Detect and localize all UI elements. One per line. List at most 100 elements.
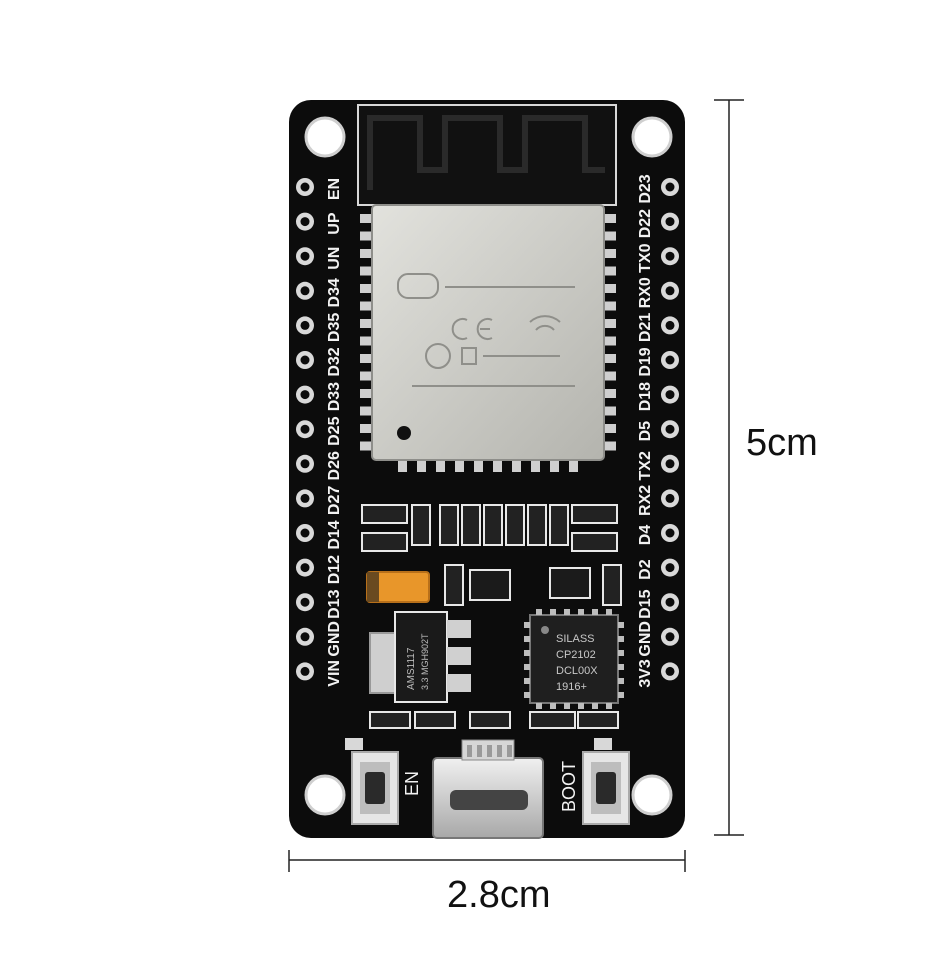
- voltage-regulator: AMS1117 3.3 MGH902T: [369, 611, 471, 703]
- module-pad: [569, 460, 578, 472]
- right-pin-pad: [661, 212, 679, 231]
- regulator-marking-1: AMS1117: [406, 647, 417, 690]
- antenna-trace: [367, 115, 605, 190]
- width-dimension-label: 2.8cm: [447, 874, 551, 916]
- module-pad: [604, 266, 616, 276]
- chip-line-4: 1916+: [556, 681, 587, 693]
- right-pin-label: D23: [637, 174, 654, 203]
- right-pin-pad: [661, 524, 679, 542]
- module-pad: [360, 249, 372, 258]
- left-pin-label: D13: [326, 589, 343, 618]
- height-dimension-label: 5cm: [746, 422, 818, 464]
- right-pin-pad: [661, 662, 679, 681]
- capacitor-band: [367, 572, 379, 602]
- left-pin-label: D34: [326, 278, 343, 307]
- right-pin-label: D21: [637, 313, 654, 342]
- right-pin-pad: [661, 454, 679, 473]
- module-pad: [436, 460, 445, 472]
- module-pad: [360, 301, 372, 311]
- module-pad: [360, 336, 372, 346]
- left-pin-label: VIN: [326, 660, 343, 687]
- width-dimension-line: [288, 850, 686, 872]
- module-pad: [360, 231, 372, 241]
- module-pad: [360, 406, 372, 416]
- left-pin-label: D14: [326, 520, 343, 549]
- wroom-module-shield: [371, 204, 605, 461]
- left-pin-label: UP: [326, 212, 343, 235]
- right-pin-label: 3V3: [637, 659, 654, 688]
- module-pad: [455, 460, 464, 472]
- module-pad: [360, 214, 372, 223]
- right-pin-pad: [661, 385, 679, 404]
- module-pad: [604, 406, 616, 416]
- left-pin-pad: [296, 385, 314, 404]
- right-pin-pad: [661, 420, 679, 439]
- module-pad: [512, 460, 521, 472]
- right-pin-pad: [661, 593, 679, 612]
- right-pin-pad: [661, 247, 679, 266]
- module-pad: [604, 284, 616, 293]
- micro-usb-port[interactable]: [432, 739, 544, 839]
- left-pin-label: D26: [326, 451, 343, 480]
- right-pin-pad: [661, 558, 679, 577]
- left-pin-pad: [296, 316, 314, 335]
- module-pad: [360, 319, 372, 328]
- module-pad: [604, 249, 616, 258]
- boot-button[interactable]: [582, 738, 630, 825]
- module-pad: [360, 424, 372, 433]
- chip-line-3: DCL00X: [556, 665, 598, 677]
- en-button[interactable]: [345, 738, 399, 825]
- left-pin-pad: [296, 489, 314, 508]
- module-pad: [604, 301, 616, 311]
- module-pad: [474, 460, 483, 472]
- module-pad: [360, 354, 372, 363]
- left-pin-label: D33: [326, 382, 343, 411]
- usb-uart-chip: SILASS CP2102 DCL00X 1916+: [524, 609, 624, 709]
- module-pad: [360, 266, 372, 276]
- left-pin-header: [296, 178, 314, 681]
- left-pin-label: D12: [326, 555, 343, 584]
- left-pin-pad: [296, 178, 314, 196]
- left-pin-label: UN: [326, 247, 343, 270]
- module-pad: [604, 231, 616, 241]
- module-pad: [604, 336, 616, 346]
- left-pin-labels: ENUPUND34D35D32D33D25D26D27D14D12D13GNDV…: [326, 178, 343, 687]
- module-pad: [604, 354, 616, 363]
- en-button-label: EN: [402, 771, 422, 796]
- left-pin-pad: [296, 662, 314, 681]
- left-pin-label: D25: [326, 416, 343, 445]
- left-pin-pad: [296, 593, 314, 612]
- right-pin-label: D4: [637, 525, 654, 546]
- module-pad: [493, 460, 502, 472]
- right-pin-pad: [661, 281, 679, 300]
- module-pad: [531, 460, 540, 472]
- module-pad: [398, 460, 407, 472]
- right-pin-label: RX0: [637, 277, 654, 308]
- left-pin-label: EN: [326, 178, 343, 200]
- left-pin-pad: [296, 558, 314, 577]
- right-pin-label: RX2: [637, 485, 654, 516]
- module-pad: [604, 371, 616, 381]
- module-pad: [604, 214, 616, 223]
- module-pad: [360, 371, 372, 381]
- transistor-q2: [549, 567, 591, 599]
- right-pin-label: TX2: [637, 451, 654, 480]
- right-pin-label: D19: [637, 347, 654, 376]
- mounting-holes: [304, 116, 673, 816]
- left-pin-label: D35: [326, 313, 343, 342]
- left-pin-label: D27: [326, 486, 343, 515]
- module-pad: [604, 389, 616, 398]
- module-pad: [360, 441, 372, 451]
- left-pin-label: D32: [326, 347, 343, 376]
- left-pin-pad: [296, 247, 314, 266]
- right-pin-label: D18: [637, 382, 654, 411]
- module-pad: [360, 284, 372, 293]
- right-pin-pad: [661, 178, 679, 196]
- left-pin-pad: [296, 454, 314, 473]
- boot-button-label: BOOT: [559, 761, 579, 812]
- pin1-dot: [397, 426, 411, 440]
- antenna-area: [357, 104, 617, 206]
- module-castellated-pads: [360, 214, 616, 472]
